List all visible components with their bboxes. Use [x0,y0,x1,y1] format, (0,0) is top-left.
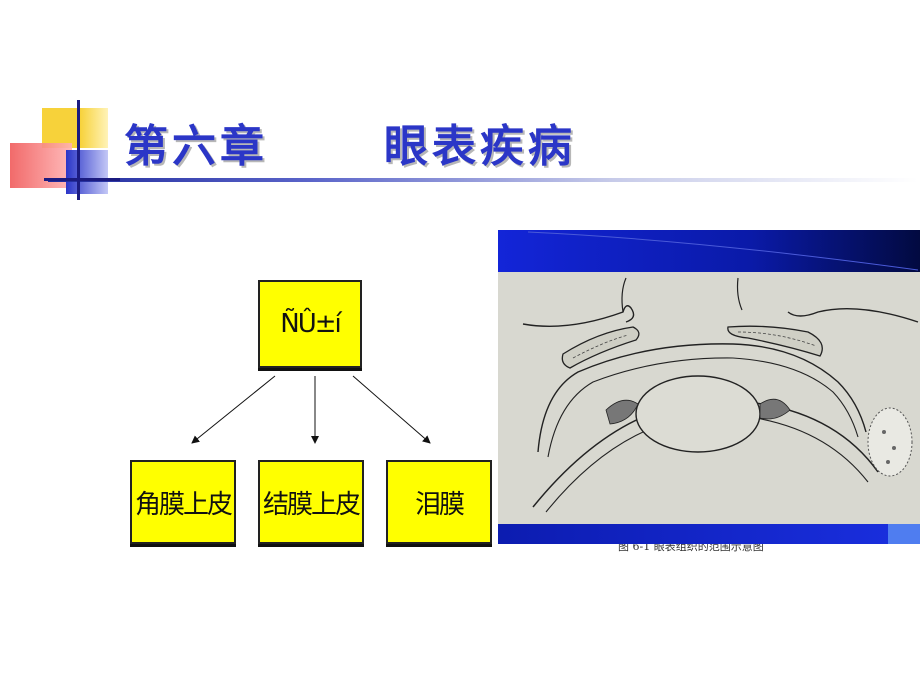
diagram-child-label-3: 泪膜 [414,489,465,520]
diagram-child-box-1: 角膜上皮 [130,460,236,544]
decor-blue-square [66,150,108,194]
figure-top-bar [498,230,920,272]
diagram-child-box-3: 泪膜 [386,460,492,544]
diagram-child-label-1: 角膜上皮 [134,489,233,520]
decor-yellow-square [42,108,80,148]
figure-bottom-bar [498,524,920,544]
eye-surface-illustration: 图 6-1 眼表组织的范围示意图 [498,272,920,553]
diagram-root-label: ÑÛ±í [280,309,341,339]
decor-vertical-line [77,100,80,200]
figure-bottom-square [888,524,920,544]
diagram-child-box-2: 结膜上皮 [258,460,364,544]
diagram-root-box: ÑÛ±í [258,280,362,368]
slide-title: 第六章 眼表疾病 [124,121,576,172]
decor-horizontal-line [44,178,120,181]
title-underline [48,178,918,182]
arrow-to-child-3 [352,375,431,444]
diagram-child-label-2: 结膜上皮 [262,489,361,520]
figure-top-arc [527,231,919,271]
eye-cross-section-drawing [498,272,920,524]
decor-yellow-gradient-square [80,108,108,148]
arrow-to-child-1 [191,375,276,444]
eye-figure-panel: 图 6-1 眼表组织的范围示意图 [498,230,920,553]
